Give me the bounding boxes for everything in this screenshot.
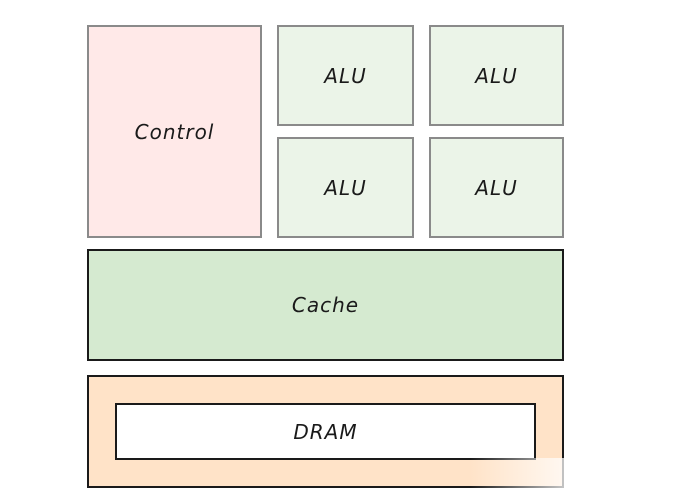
alu-block-1: ALU bbox=[277, 25, 414, 126]
control-label: Control bbox=[134, 119, 215, 144]
alu-label-4: ALU bbox=[475, 175, 518, 200]
alu-block-4: ALU bbox=[429, 137, 564, 238]
alu-label-1: ALU bbox=[324, 63, 367, 88]
alu-block-2: ALU bbox=[429, 25, 564, 126]
dram-label: DRAM bbox=[293, 419, 358, 444]
alu-label-2: ALU bbox=[475, 63, 518, 88]
dram-inner-block: DRAM bbox=[115, 403, 536, 460]
cache-block: Cache bbox=[87, 249, 564, 361]
alu-block-3: ALU bbox=[277, 137, 414, 238]
control-block: Control bbox=[87, 25, 262, 238]
alu-label-3: ALU bbox=[324, 175, 367, 200]
cache-label: Cache bbox=[291, 293, 360, 317]
